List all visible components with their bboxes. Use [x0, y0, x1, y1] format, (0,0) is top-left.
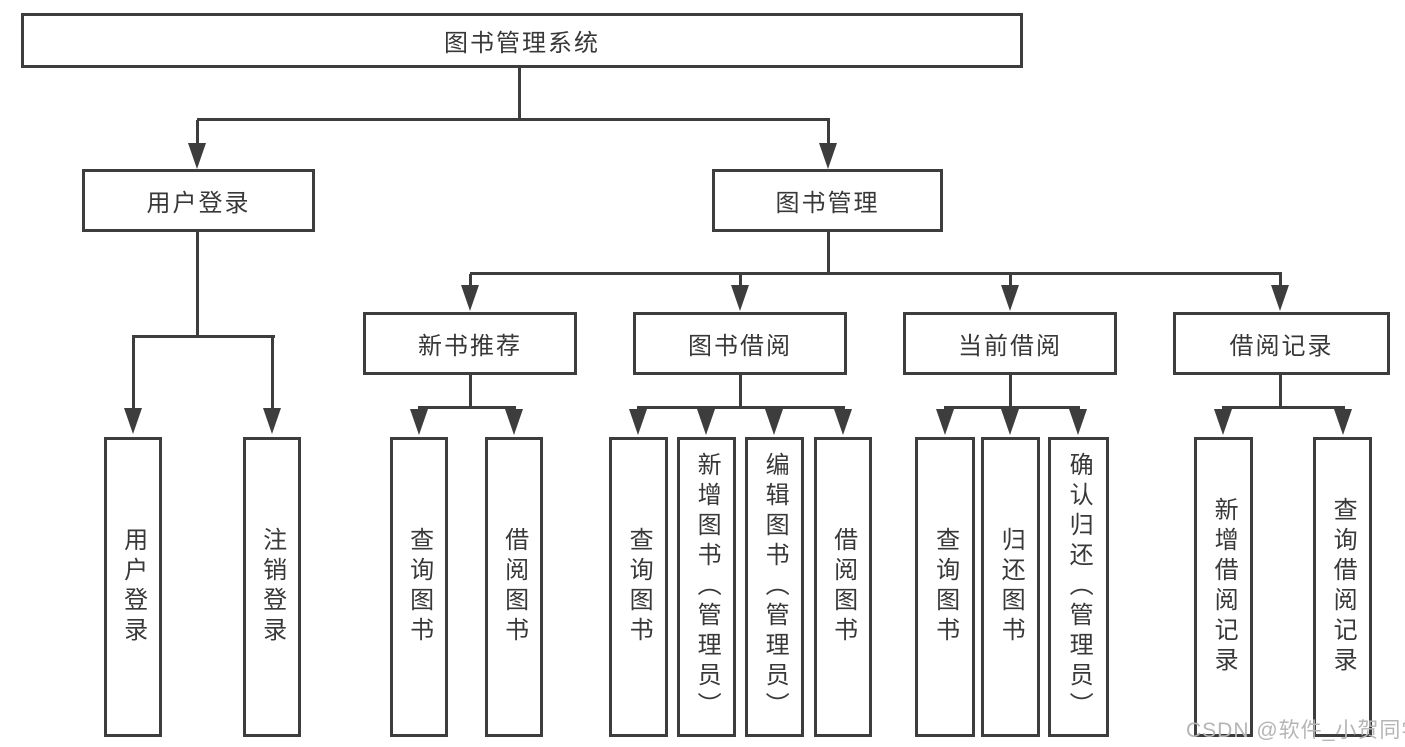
arrowhead-down-icon: [1069, 409, 1087, 435]
connector-line: [1279, 375, 1282, 409]
connector-line: [827, 120, 830, 148]
connector-line: [1009, 375, 1012, 409]
node-library-management-system: 图书管理系统: [21, 13, 1023, 68]
connector-line: [132, 337, 135, 412]
connector-line: [469, 274, 472, 288]
node-leaf-return-books: 归还图书: [981, 437, 1040, 737]
node-leaf-borrow-books-bb: 借阅图书: [814, 437, 872, 737]
node-leaf-add-books-admin: 新增图书（管理员）: [677, 437, 736, 737]
arrowhead-down-icon: [731, 285, 749, 311]
arrowhead-down-icon: [505, 409, 523, 435]
arrowhead-down-icon: [1001, 285, 1019, 311]
node-book-management: 图书管理: [712, 169, 943, 232]
connector-line: [470, 272, 1282, 275]
node-label: 当前借阅: [958, 333, 1062, 360]
node-leaf-add-borrow-record: 新增借阅记录: [1194, 437, 1253, 737]
arrowhead-down-icon: [410, 409, 428, 435]
arrowhead-down-icon: [124, 408, 142, 434]
node-label: 归还图书: [997, 527, 1025, 647]
node-label: 确认归还（管理员）: [1065, 452, 1093, 722]
node-leaf-edit-books-admin: 编辑图书（管理员）: [745, 437, 804, 737]
node-label: 新书推荐: [418, 333, 522, 360]
connector-line: [944, 406, 1080, 409]
arrowhead-down-icon: [263, 408, 281, 434]
node-label: 查询借阅记录: [1329, 497, 1357, 677]
connector-line: [1009, 274, 1012, 288]
node-label: 图书管理: [775, 190, 880, 217]
arrowhead-down-icon: [819, 143, 837, 169]
arrowhead-down-icon: [697, 409, 715, 435]
node-label: 新增借阅记录: [1210, 497, 1238, 677]
connector-line: [739, 274, 742, 288]
node-label: 查询图书: [625, 527, 653, 647]
connector-line: [1279, 274, 1282, 288]
arrowhead-down-icon: [461, 285, 479, 311]
arrowhead-down-icon: [936, 409, 954, 435]
connector-line: [271, 337, 274, 412]
connector-line: [827, 232, 830, 275]
connector-line: [196, 120, 199, 148]
arrowhead-down-icon: [188, 143, 206, 169]
node-new-book-recommend: 新书推荐: [363, 312, 577, 375]
node-leaf-user-login: 用户登录: [104, 437, 162, 737]
node-label: 用户登录: [146, 190, 251, 217]
node-label: 图书管理系统: [444, 30, 600, 57]
arrowhead-down-icon: [765, 409, 783, 435]
connector-line: [739, 375, 742, 409]
arrowhead-down-icon: [1001, 409, 1019, 435]
node-label: 借阅图书: [500, 527, 528, 647]
connector-line: [132, 335, 275, 338]
arrowhead-down-icon: [1214, 409, 1232, 435]
node-label: 借阅记录: [1229, 333, 1334, 360]
node-label: 查询图书: [931, 527, 959, 647]
node-label: 查询图书: [405, 527, 433, 647]
connector-line: [469, 375, 472, 409]
node-leaf-query-books-bb: 查询图书: [609, 437, 668, 737]
node-label: 用户登录: [119, 527, 147, 647]
arrowhead-down-icon: [834, 409, 852, 435]
node-user-login: 用户登录: [82, 169, 315, 232]
arrowhead-down-icon: [1271, 285, 1289, 311]
node-leaf-query-books-cb: 查询图书: [915, 437, 975, 737]
node-leaf-confirm-return-admin: 确认归还（管理员）: [1048, 437, 1109, 737]
connector-line: [418, 406, 516, 409]
connector-line: [196, 232, 199, 338]
arrowhead-down-icon: [1334, 409, 1352, 435]
node-current-borrowing: 当前借阅: [903, 312, 1117, 375]
node-borrowing-records: 借阅记录: [1173, 312, 1390, 375]
node-label: 注销登录: [258, 527, 286, 647]
node-leaf-borrow-books-nb: 借阅图书: [485, 437, 543, 737]
connector-line: [518, 66, 521, 120]
node-leaf-query-borrow-record: 查询借阅记录: [1313, 437, 1372, 737]
node-label: 编辑图书（管理员）: [761, 452, 789, 722]
node-book-borrowing: 图书借阅: [633, 312, 847, 375]
node-leaf-logout: 注销登录: [243, 437, 301, 737]
csdn-watermark: CSDN @软件_小贺同学: [1186, 719, 1405, 742]
node-leaf-query-books-nb: 查询图书: [390, 437, 448, 737]
arrowhead-down-icon: [629, 409, 647, 435]
connector-line: [1222, 406, 1345, 409]
node-label: 图书借阅: [688, 333, 792, 360]
node-label: 借阅图书: [829, 527, 857, 647]
connector-line: [197, 118, 830, 121]
node-label: 新增图书（管理员）: [693, 452, 721, 722]
connector-line: [637, 406, 845, 409]
